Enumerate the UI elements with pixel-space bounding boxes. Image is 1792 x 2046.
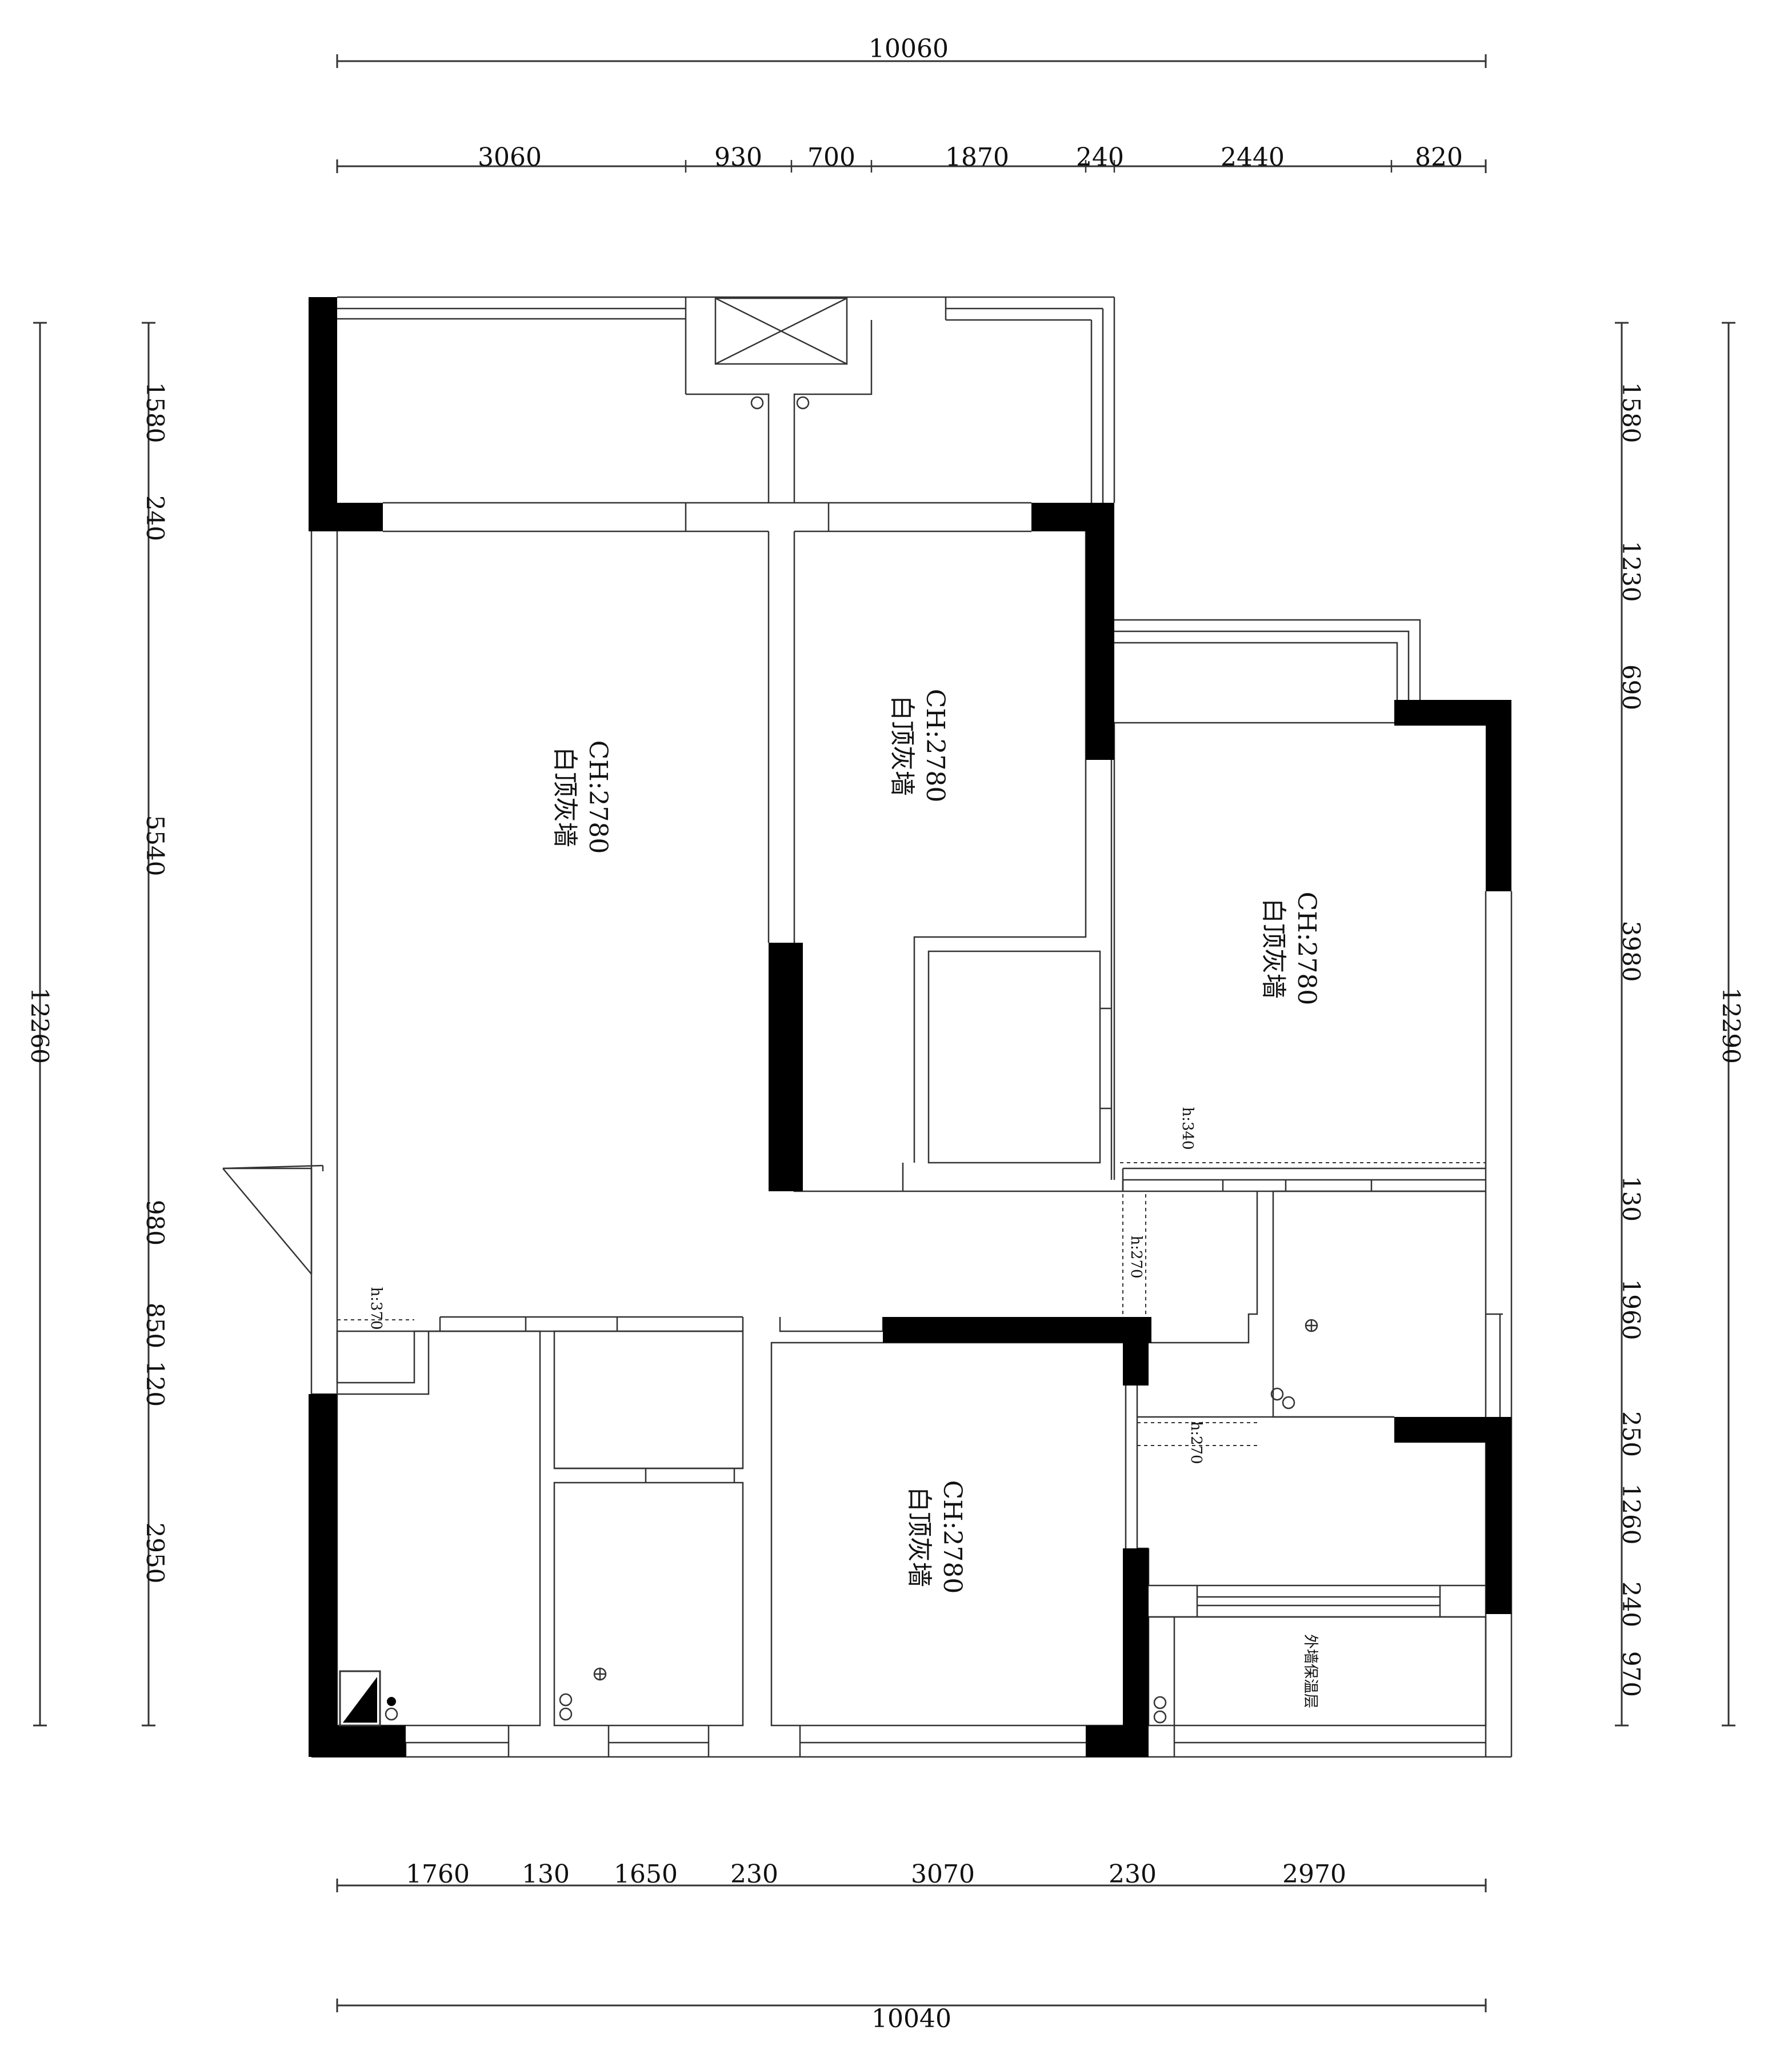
- dim-top-total: 10060: [869, 34, 949, 63]
- dim-left-total: 12260: [26, 987, 54, 1064]
- dim-right-seg-1: 1580: [1617, 382, 1645, 443]
- dim-top-seg-7: 820: [1415, 143, 1463, 172]
- room-label-living: CH:2780 白顶灰墙: [550, 740, 613, 854]
- dim-top-seg-6: 2440: [1221, 143, 1285, 172]
- dim-right-seg-8: 1260: [1617, 1484, 1645, 1545]
- room-2-ceiling: CH:2780: [921, 689, 950, 803]
- dim-left-seg-7: 2950: [141, 1523, 169, 1584]
- room-2-finish: 白顶灰墙: [887, 695, 917, 796]
- dim-left-seg-5: 850: [141, 1303, 169, 1348]
- height-label-1: h:340: [1179, 1107, 1196, 1150]
- fixtures: [339, 396, 1318, 1727]
- dim-right-seg-2: 1230: [1617, 541, 1645, 602]
- pipe-icon: [559, 1693, 573, 1707]
- insulation-note: 外墙保温层: [1302, 1634, 1319, 1708]
- dim-right-seg-4: 3980: [1617, 921, 1645, 982]
- dim-left-seg-2: 240: [141, 495, 169, 541]
- height-label-3: h:370: [367, 1287, 385, 1330]
- dim-bottom-seg-1: 1760: [406, 1860, 470, 1889]
- pipe-icon: [1153, 1696, 1167, 1709]
- room-1-finish: 白顶灰墙: [550, 747, 579, 847]
- room-label-bedroom-east: CH:2780 白顶灰墙: [1259, 892, 1321, 1006]
- dim-bottom-total: 10040: [871, 2004, 951, 2033]
- room-4-ceiling: CH:2780: [938, 1480, 967, 1594]
- room-1-ceiling: CH:2780: [583, 740, 613, 854]
- room-label-bedroom-south: CH:2780 白顶灰墙: [905, 1480, 967, 1594]
- room-4-finish: 白顶灰墙: [905, 1487, 934, 1587]
- drain-icon: [750, 396, 764, 410]
- dimension-lines: [33, 54, 1735, 2012]
- dim-left-seg-4: 980: [141, 1200, 169, 1246]
- dim-right-seg-5: 130: [1617, 1176, 1645, 1222]
- height-label-4: h:270: [1187, 1421, 1205, 1464]
- room-3-finish: 白顶灰墙: [1259, 898, 1288, 999]
- dim-bottom-seg-7: 2970: [1282, 1860, 1346, 1889]
- dim-left-seg-3: 5540: [141, 815, 169, 876]
- height-label-2: h:270: [1127, 1235, 1145, 1278]
- dim-top-seg-1: 3060: [478, 143, 542, 172]
- plan-outlines: [222, 296, 1513, 1758]
- pipe-icon: [1282, 1396, 1295, 1410]
- dim-bottom-seg-2: 130: [522, 1860, 570, 1889]
- dim-right-seg-10: 970: [1617, 1651, 1645, 1697]
- dim-top-seg-4: 1870: [945, 143, 1009, 172]
- dim-top-seg-2: 930: [714, 143, 762, 172]
- dim-right-total: 12290: [1717, 987, 1745, 1064]
- dim-bottom-seg-5: 3070: [911, 1860, 975, 1889]
- pipe-icon: [1153, 1710, 1167, 1724]
- dim-right-seg-9: 240: [1617, 1581, 1645, 1627]
- dim-bottom-seg-6: 230: [1109, 1860, 1157, 1889]
- dim-left-seg-6: 120: [141, 1361, 169, 1407]
- dim-bottom-seg-3: 1650: [614, 1860, 678, 1889]
- structural-walls: [309, 297, 1511, 1757]
- pipe-icon: [385, 1707, 398, 1721]
- dim-right-seg-7: 250: [1617, 1411, 1645, 1457]
- dim-left-seg-1: 1580: [141, 382, 169, 443]
- room-3-ceiling: CH:2780: [1292, 892, 1321, 1006]
- room-label-bedroom-north: CH:2780 白顶灰墙: [887, 689, 950, 803]
- dim-bottom-seg-4: 230: [730, 1860, 778, 1889]
- pipe-icon: [1270, 1387, 1284, 1401]
- dim-top-seg-3: 700: [807, 143, 855, 172]
- dim-right-seg-6: 1960: [1617, 1279, 1645, 1340]
- pipe-icon: [559, 1707, 573, 1721]
- water-heater-icon: [339, 1670, 381, 1727]
- dim-top-seg-5: 240: [1076, 143, 1124, 172]
- drain-icon: [796, 396, 810, 410]
- gas-point-icon: [387, 1697, 396, 1706]
- dim-right-seg-3: 690: [1617, 664, 1645, 710]
